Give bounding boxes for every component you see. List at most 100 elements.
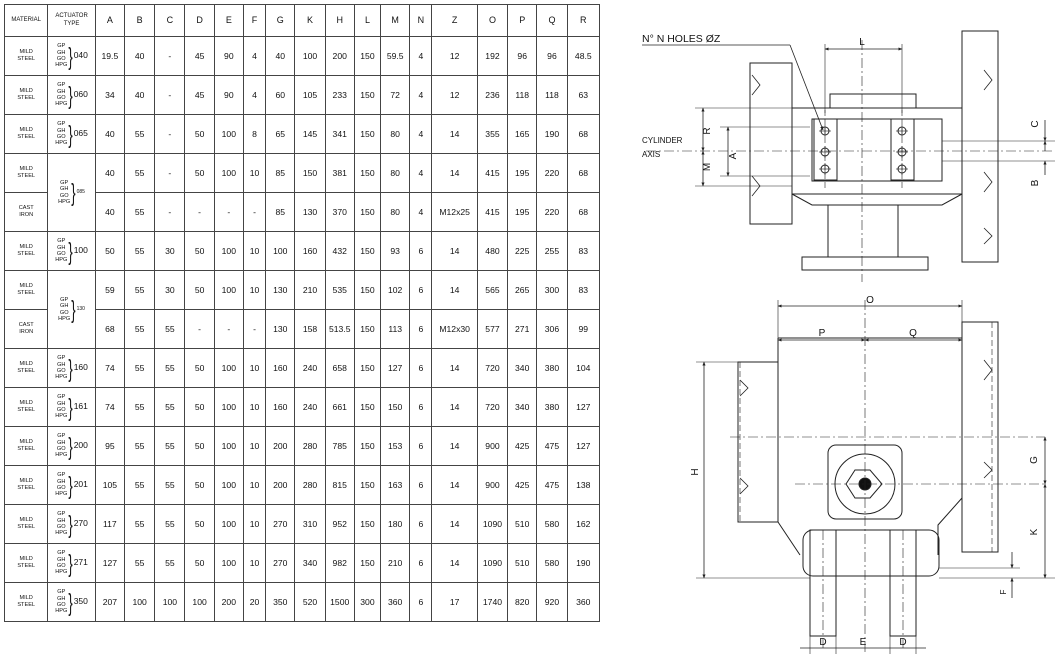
value-cell-p: 165 [507,114,538,154]
value-cell-e: 100 [213,348,244,388]
value-cell-r: 68 [566,153,601,193]
actuator-size-code: 161 [73,401,88,412]
value-cell-m: 360 [380,582,411,622]
value-cell-d: 50 [184,543,215,583]
value-cell-r: 83 [566,270,601,310]
header-col-d: D [184,4,215,37]
value-cell-k: 310 [294,504,326,544]
actuator-type-label: GH [57,556,66,563]
header-col-c: C [154,4,186,37]
actuator-type-label: GP [57,472,66,479]
value-cell-q: 220 [536,153,568,193]
value-cell-e: 100 [213,114,244,154]
value-cell-e: 100 [213,426,244,466]
value-cell-e: 90 [213,75,244,115]
value-cell-o: 480 [476,231,509,271]
value-cell-q: 306 [536,309,568,349]
actuator-size-code: 130 [76,305,85,312]
value-cell-b: 55 [123,387,156,427]
base-foot [801,256,929,271]
value-cell-g: 65 [265,114,296,154]
right-bracket [890,118,915,181]
value-cell-z: 14 [431,153,478,193]
actuator-type-label: HPG [55,257,68,264]
actuator-type-label: GH [57,478,66,485]
value-cell-n: 6 [409,387,433,427]
dim-G: G [1029,456,1040,464]
value-cell-n: 6 [409,582,433,622]
dim-P: P [819,328,826,339]
dim-B: B [1030,179,1041,186]
actuator-type-label: GH [57,244,66,251]
actuator-type-label: GP [57,511,66,518]
value-cell-b: 55 [123,114,156,154]
value-cell-h: 1500 [324,582,355,622]
value-cell-p: 118 [507,75,538,115]
value-cell-g: 350 [265,582,296,622]
value-cell-z: 14 [431,114,478,154]
value-cell-m: 210 [380,543,411,583]
actuator-type-label: GP [57,355,66,362]
value-cell-k: 280 [294,426,326,466]
value-cell-q: 475 [536,426,568,466]
value-cell-g: 85 [265,192,296,232]
actuator-type-label: HPG [55,101,68,108]
value-cell-m: 93 [380,231,411,271]
value-cell-q: 255 [536,231,568,271]
dim-Q: Q [909,328,917,339]
actuator-type-label: GO [59,192,69,199]
value-cell-a: 207 [94,582,125,622]
value-cell-o: 900 [476,465,509,505]
value-cell-b: 55 [123,270,156,310]
brace-icon: } [68,41,73,71]
brace-icon: } [68,392,73,422]
value-cell-d: - [184,309,215,349]
value-cell-l: 150 [353,75,382,115]
value-cell-n: 4 [409,192,433,232]
value-cell-d: 50 [184,504,215,544]
value-cell-l: 150 [353,543,382,583]
value-cell-z: M12x30 [431,309,478,349]
value-cell-h: 233 [324,75,355,115]
value-cell-h: 200 [324,36,355,76]
value-cell-p: 820 [507,582,538,622]
value-cell-p: 195 [507,192,538,232]
cylinder-axis-label-2: AXIS [642,150,660,159]
header-col-l: L [353,4,382,37]
value-cell-b: 55 [123,192,156,232]
value-cell-a: 40 [94,114,125,154]
dim-L: L [859,37,865,48]
value-cell-m: 180 [380,504,411,544]
value-cell-z: 14 [431,426,478,466]
value-cell-n: 6 [409,504,433,544]
value-cell-f: 10 [242,543,267,583]
value-cell-g: 160 [265,348,296,388]
value-cell-l: 150 [353,231,382,271]
value-cell-p: 195 [507,153,538,193]
value-cell-m: 153 [380,426,411,466]
value-cell-g: 270 [265,543,296,583]
actuator-type-label: HPG [55,569,68,576]
value-cell-b: 40 [123,36,156,76]
value-cell-r: 360 [566,582,601,622]
actuator-type-label: HPG [55,62,68,69]
value-cell-o: 355 [476,114,509,154]
value-cell-h: 815 [324,465,355,505]
value-cell-a: 34 [94,75,125,115]
value-cell-n: 4 [409,75,433,115]
value-cell-e: - [213,309,244,349]
value-cell-l: 150 [353,465,382,505]
value-cell-a: 40 [94,153,125,193]
value-cell-a: 68 [94,309,125,349]
top-boss [829,93,917,109]
